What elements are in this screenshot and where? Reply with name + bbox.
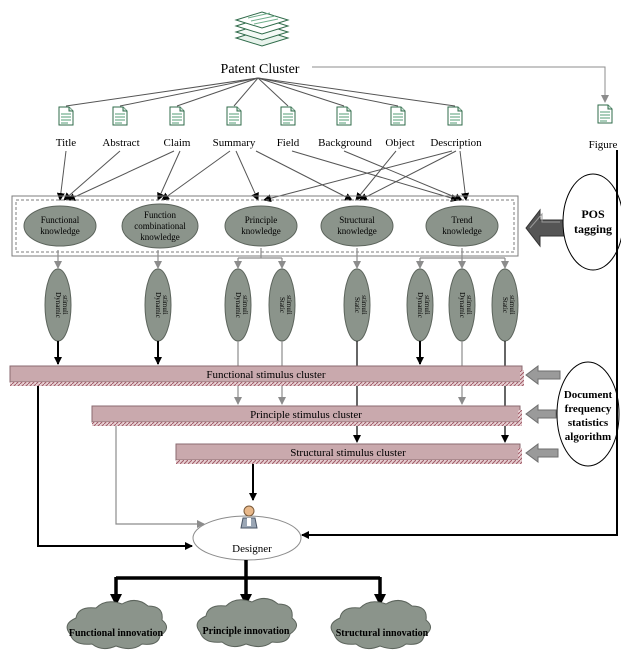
knowledge-clouds: Functional knowledge Function combinatio… [23, 203, 499, 249]
svg-text:frequency: frequency [565, 403, 612, 415]
dfs-algorithm-node: Document frequency statistics algorithm [556, 361, 620, 467]
svg-text:knowledge: knowledge [241, 226, 281, 236]
svg-text:stimuli: stimuli [465, 295, 473, 315]
field-label-title: Title [56, 137, 77, 149]
pos-tagging-node: POS tagging [562, 173, 621, 271]
svg-text:Document: Document [564, 389, 613, 401]
svg-text:Dynamic: Dynamic [416, 292, 424, 318]
svg-text:Principle innovation: Principle innovation [203, 626, 290, 637]
field-label-background: Background [318, 137, 372, 149]
claim-doc-icon [169, 106, 185, 126]
innovation-clouds: Functional innovation Principle innovati… [66, 598, 431, 650]
stimulus-6: Dynamic stimuli [406, 268, 434, 342]
designer-node: Designer [192, 505, 302, 561]
stimulus-8: Static stimuli [491, 268, 519, 342]
svg-text:knowledge: knowledge [337, 226, 377, 236]
svg-text:Dynamic: Dynamic [154, 292, 162, 318]
svg-text:Dynamic: Dynamic [458, 292, 466, 318]
principle-cluster-label: Principle stimulus cluster [250, 409, 362, 421]
svg-text:Structural innovation: Structural innovation [336, 628, 429, 639]
svg-text:knowledge: knowledge [442, 226, 482, 236]
pos-tagging-arrow [525, 208, 565, 248]
svg-text:stimuli: stimuli [161, 295, 169, 315]
object-doc-icon [390, 106, 406, 126]
svg-text:Principle: Principle [245, 215, 278, 225]
svg-text:stimuli: stimuli [423, 295, 431, 315]
svg-text:statistics: statistics [568, 417, 609, 429]
svg-text:stimuli: stimuli [508, 295, 516, 315]
svg-text:Static: Static [278, 297, 286, 313]
svg-text:POS: POS [581, 207, 605, 221]
svg-text:Dynamic: Dynamic [234, 292, 242, 318]
svg-text:Static: Static [353, 297, 361, 313]
patent-cluster-label: Patent Cluster [221, 62, 300, 77]
patent-stack-icon [234, 11, 290, 47]
knowledge-trend: Trend knowledge [425, 205, 499, 247]
stimulus-7: Dynamic stimuli [448, 268, 476, 342]
svg-text:knowledge: knowledge [140, 232, 180, 242]
svg-text:Trend: Trend [451, 215, 473, 225]
summary-doc-icon [226, 106, 242, 126]
field-label-field: Field [277, 137, 300, 149]
cluster-to-designer-lines [37, 150, 618, 550]
field-docs [58, 104, 613, 126]
stimulus-1: Dynamic stimuli [44, 268, 72, 342]
svg-text:stimuli: stimuli [360, 295, 368, 315]
figure-label: Figure [589, 139, 618, 151]
designer-to-innovation-arrows [110, 560, 386, 606]
svg-text:algorithm: algorithm [565, 431, 611, 443]
svg-text:stimuli: stimuli [61, 295, 69, 315]
svg-text:combinational: combinational [134, 221, 186, 231]
structural-cluster-label: Structural stimulus cluster [290, 447, 406, 459]
field-label-description: Description [430, 137, 482, 149]
description-doc-icon [447, 106, 463, 126]
field-label-abstract: Abstract [102, 137, 139, 149]
svg-text:stimuli: stimuli [241, 295, 249, 315]
abstract-doc-icon [112, 106, 128, 126]
knowledge-functional: Functional knowledge [23, 205, 97, 247]
functional-cluster-bar: Functional stimulus cluster [9, 365, 524, 386]
stimulus-3: Dynamic stimuli [224, 268, 252, 342]
knowledge-principle: Principle knowledge [224, 205, 298, 247]
designer-person-icon [240, 505, 258, 529]
functional-cluster-label: Functional stimulus cluster [206, 369, 325, 381]
designer-label: Designer [232, 543, 272, 555]
innovation-principle: Principle innovation [196, 598, 297, 648]
svg-text:Functional innovation: Functional innovation [69, 628, 164, 639]
svg-text:Function: Function [144, 210, 177, 220]
svg-text:Functional: Functional [41, 215, 80, 225]
field-to-knowledge-arrows [56, 150, 470, 203]
field-doc-icon [280, 106, 296, 126]
figure-doc-icon [597, 104, 613, 124]
stimuli-to-cluster-arrows [54, 341, 509, 443]
knowledge-group-outer [11, 195, 519, 257]
principle-cluster-bar: Principle stimulus cluster [91, 405, 522, 426]
field-label-claim: Claim [164, 137, 191, 149]
patent-to-field-lines [65, 66, 609, 107]
field-label-object: Object [385, 137, 414, 149]
knowledge-function-combinational: Function combinational knowledge [121, 203, 199, 249]
knowledge-structural: Structural knowledge [320, 205, 394, 247]
svg-text:tagging: tagging [574, 222, 612, 236]
stimulus-5: Static stimuli [343, 268, 371, 342]
stimulus-2: Dynamic stimuli [144, 268, 172, 342]
knowledge-to-stimuli-arrows [54, 248, 509, 269]
innovation-functional: Functional innovation [66, 600, 167, 650]
svg-text:Structural: Structural [339, 215, 375, 225]
svg-text:Static: Static [501, 297, 509, 313]
dfs-arrows [525, 365, 561, 463]
innovation-structural: Structural innovation [330, 600, 431, 650]
structural-cluster-bar: Structural stimulus cluster [175, 443, 522, 464]
stimuli-nodes: Dynamic stimuli Dynamic stimuli Dynamic … [44, 268, 519, 342]
title-doc-icon [58, 106, 74, 126]
svg-text:Dynamic: Dynamic [54, 292, 62, 318]
svg-text:stimuli: stimuli [285, 295, 293, 315]
background-doc-icon [336, 106, 352, 126]
stimulus-4: Static stimuli [268, 268, 296, 342]
field-labels: Title Abstract Claim Summary Field Backg… [56, 137, 618, 151]
field-label-summary: Summary [213, 137, 256, 149]
svg-text:knowledge: knowledge [40, 226, 80, 236]
